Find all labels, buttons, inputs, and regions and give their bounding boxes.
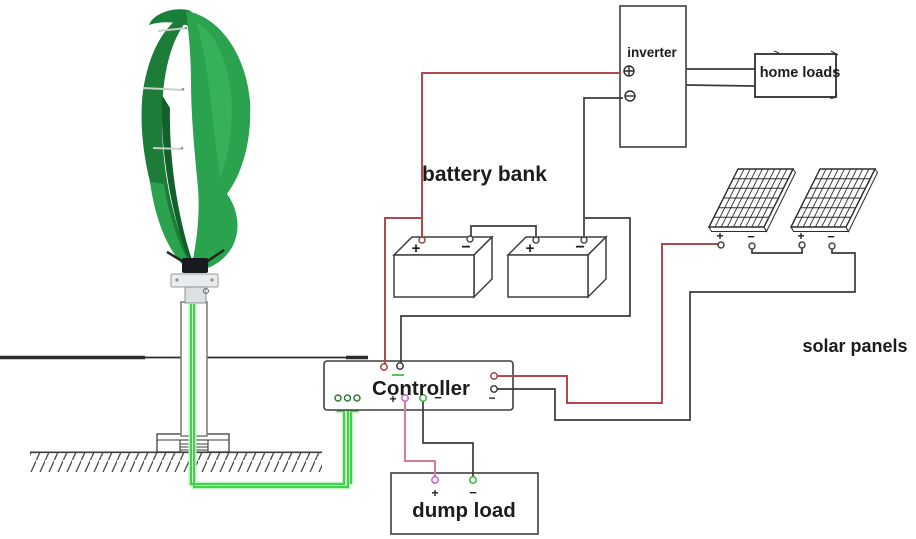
phase-wire-2	[193, 304, 349, 488]
hatch-area	[30, 453, 322, 472]
wire-solar-series-link	[751, 247, 803, 254]
generator-hub	[182, 258, 208, 273]
dump-load-label: dump load	[412, 499, 516, 522]
controller-box	[323, 360, 514, 411]
turbine-blade-left-outer	[150, 182, 191, 266]
panel2-minus-symbol: −	[827, 229, 835, 244]
circled-minus-icon	[624, 90, 636, 102]
panel2-plus-terminal	[798, 241, 806, 249]
wire-inverter-to-home-2	[685, 84, 755, 87]
home-loads-label: home loads	[760, 65, 841, 81]
strut-top	[157, 27, 188, 32]
wire-battery-plus-to-inverter	[421, 72, 621, 240]
battery1-front	[393, 254, 475, 298]
negative-wires	[400, 68, 856, 478]
controller-solar-plus-terminal	[490, 372, 498, 380]
home-loads-box	[754, 53, 837, 98]
panel2-plus-symbol: +	[797, 229, 804, 243]
controller-dump-minus-terminal	[419, 394, 427, 402]
panel2-face	[789, 168, 877, 228]
bolt	[180, 146, 184, 150]
inverter-terminal-icons	[623, 65, 636, 102]
panel1-minus-terminal	[748, 242, 756, 250]
battery1-minus-terminal	[466, 235, 474, 243]
turbine-blade-right-highlight	[196, 22, 232, 178]
wire-controller-to-dump-minus	[422, 400, 474, 478]
turbine-mount	[166, 248, 225, 304]
wire-controller-to-battery-minus	[400, 217, 631, 367]
strut-low	[152, 147, 184, 150]
bracket-pin	[203, 288, 209, 294]
battery1-minus-symbol: −	[461, 239, 470, 256]
battery2-minus-terminal	[580, 236, 588, 244]
bolt	[181, 87, 185, 91]
battery1-plus-terminal	[418, 236, 426, 244]
controller-solar-minus-symbol: −	[488, 391, 495, 405]
controller-turbine-terminal-1	[334, 394, 342, 402]
panel1-plus-symbol: +	[716, 229, 723, 243]
wire-controller-to-battery-plus	[384, 217, 422, 367]
wire-battery-minus-to-inverter	[583, 97, 623, 240]
dump-load-box	[390, 472, 539, 535]
strut-bolts	[180, 26, 188, 150]
turbine-blade-left	[141, 13, 193, 266]
flange-bolt	[175, 278, 179, 282]
panel2-minus-terminal	[828, 242, 836, 250]
positive-wires	[384, 72, 719, 404]
controller-battery-plus-terminal	[380, 363, 388, 371]
battery2-front	[507, 254, 589, 298]
battery-2	[506, 235, 608, 299]
wire-controller-to-solar-minus	[494, 247, 856, 421]
wind-turbine	[141, 9, 251, 304]
cross	[624, 66, 634, 76]
controller-label: Controller	[372, 377, 470, 400]
battery1-plus-symbol: +	[412, 240, 421, 257]
mount-bracket	[184, 286, 207, 304]
panel2-grid-rows	[795, 178, 871, 218]
panel1-grid-rows	[713, 178, 789, 218]
turbine-struts	[142, 27, 188, 150]
battery-1	[392, 235, 494, 299]
dump-minus-terminal	[469, 476, 477, 484]
wire-controller-to-solar-plus	[496, 243, 719, 404]
battery2-plus-terminal	[532, 236, 540, 244]
wire-battery-series-link	[470, 225, 537, 239]
flange-bolt	[210, 278, 214, 282]
dump-plus-terminal	[431, 476, 439, 484]
controller-turbine-terminal-2	[343, 394, 352, 402]
controller-solar-minus-terminal	[490, 385, 498, 393]
dump-minus-symbol: −	[469, 485, 477, 500]
inverter-label: inverter	[627, 45, 677, 60]
turbine-blade-left-shadow	[161, 95, 192, 260]
panel1-plus-terminal	[717, 241, 725, 249]
panel1-minus-symbol: −	[747, 229, 755, 244]
solar-panel-2	[789, 168, 879, 233]
panel1-face	[707, 168, 795, 228]
controller-dump-minus-symbol: −	[434, 390, 442, 405]
terminals	[334, 235, 836, 484]
battery2-minus-symbol: −	[575, 239, 584, 256]
controller-battery-minus-terminal	[396, 362, 404, 370]
battery-bank-label: battery bank	[422, 163, 547, 186]
dump-plus-symbol: +	[431, 486, 438, 500]
component-boxes	[323, 5, 839, 535]
bolt	[184, 26, 188, 30]
wire-controller-to-dump-plus	[404, 400, 436, 478]
circled-plus-icon	[623, 65, 635, 77]
controller-dump-plus-terminal	[401, 394, 409, 402]
home-loads-sketch-ticks	[773, 50, 839, 99]
strut-mid	[142, 87, 185, 91]
soil-hatch	[30, 451, 322, 472]
battery2-plus-symbol: +	[526, 240, 535, 257]
inverter-box	[619, 5, 687, 148]
controller-turbine-terminal-3	[353, 394, 361, 402]
solar-panel-1	[707, 168, 797, 233]
solar-panels-label: solar panels	[802, 336, 907, 356]
controller-dump-plus-symbol: +	[389, 392, 396, 406]
